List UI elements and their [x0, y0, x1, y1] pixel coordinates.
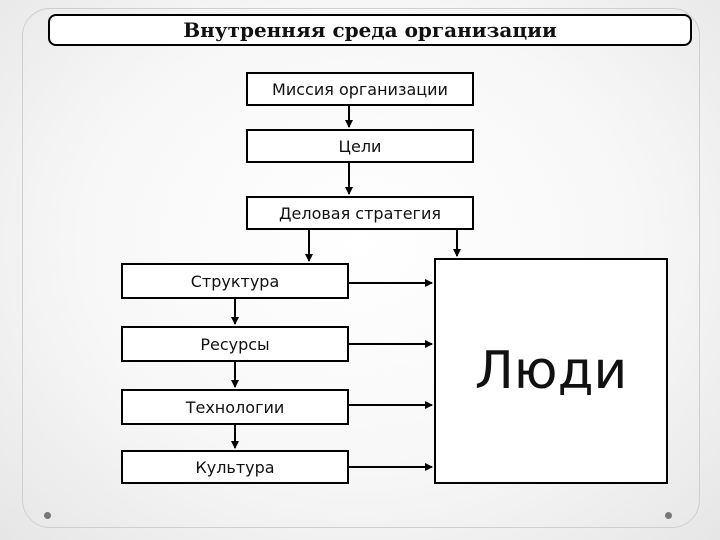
strategy-box: Деловая стратегия: [246, 196, 474, 230]
mission-box: Миссия организации: [246, 72, 474, 106]
resources-box: Ресурсы: [121, 326, 349, 362]
culture-box: Культура: [121, 450, 349, 484]
people-box: Люди: [434, 258, 668, 484]
technologies-box: Технологии: [121, 389, 349, 425]
goals-box: Цели: [246, 129, 474, 163]
slide-frame: [22, 8, 700, 528]
slide-title: Внутренняя среда организации: [48, 14, 692, 46]
structure-box: Структура: [121, 263, 349, 299]
decorative-dot-left: [44, 512, 51, 519]
decorative-dot-right: [665, 512, 672, 519]
